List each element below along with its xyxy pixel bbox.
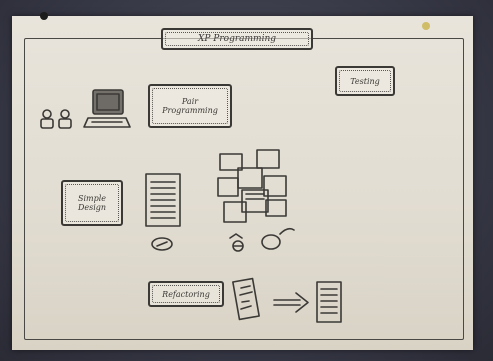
small-scribble [230, 234, 242, 238]
computer-icon [84, 90, 130, 127]
clean-document-icon [317, 282, 341, 322]
simple-design-label: Simple Design [61, 180, 123, 226]
refactoring-label: Refactoring [148, 281, 224, 307]
document-icon [146, 174, 180, 250]
paper-sheet: XP Programming Testing Pair Programming … [12, 16, 473, 350]
messy-document-icon [233, 279, 259, 320]
title-label: XP Programming [161, 28, 313, 50]
people-icon [41, 110, 71, 128]
arrow-right-icon [274, 293, 308, 312]
testing-label: Testing [335, 66, 395, 96]
pair-programming-label: Pair Programming [148, 84, 232, 128]
sticky-notes-icon [218, 150, 294, 251]
